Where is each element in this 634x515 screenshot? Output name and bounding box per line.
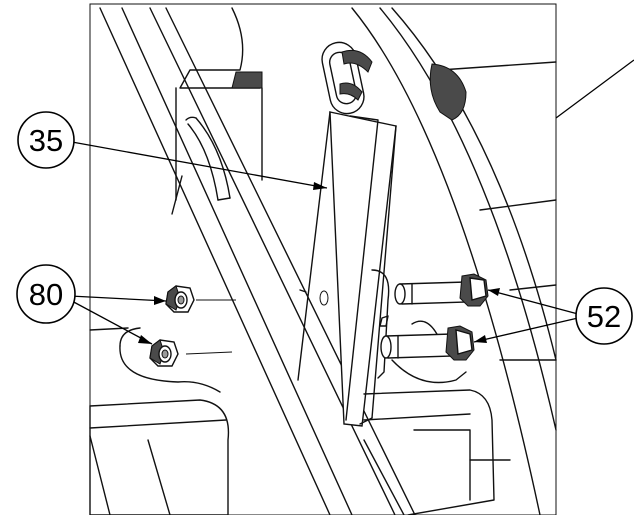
leader-80-upper bbox=[69, 295, 167, 302]
callout-35-label: 35 bbox=[29, 123, 63, 158]
callout-80: 80 bbox=[16, 264, 76, 324]
callout-35: 35 bbox=[17, 111, 75, 169]
callout-80-label: 80 bbox=[29, 277, 63, 312]
bolt-lower bbox=[380, 325, 475, 361]
leader-offpage bbox=[555, 59, 634, 119]
chain-links bbox=[321, 41, 373, 115]
cut-line bbox=[171, 175, 183, 215]
bent-tube bbox=[187, 123, 219, 201]
lift-bracket-plate bbox=[297, 111, 397, 427]
leader-80-lower bbox=[69, 299, 153, 345]
view-frame bbox=[89, 3, 557, 515]
leader-52-upper bbox=[487, 289, 579, 315]
guide-line-lower bbox=[185, 351, 233, 355]
hex-nut-lower bbox=[149, 339, 179, 367]
bolt-upper bbox=[394, 273, 489, 307]
bracket-hole bbox=[319, 290, 329, 306]
leader-52-lower bbox=[473, 317, 579, 343]
hex-nut-upper bbox=[165, 285, 195, 313]
callout-52-label: 52 bbox=[587, 299, 621, 334]
upper-housing-block bbox=[175, 7, 263, 201]
top-roller bbox=[429, 63, 467, 121]
left-frame-rail bbox=[99, 7, 416, 515]
right-curved-rail bbox=[351, 7, 557, 515]
callout-52: 52 bbox=[575, 287, 633, 345]
leader-35 bbox=[71, 141, 328, 189]
